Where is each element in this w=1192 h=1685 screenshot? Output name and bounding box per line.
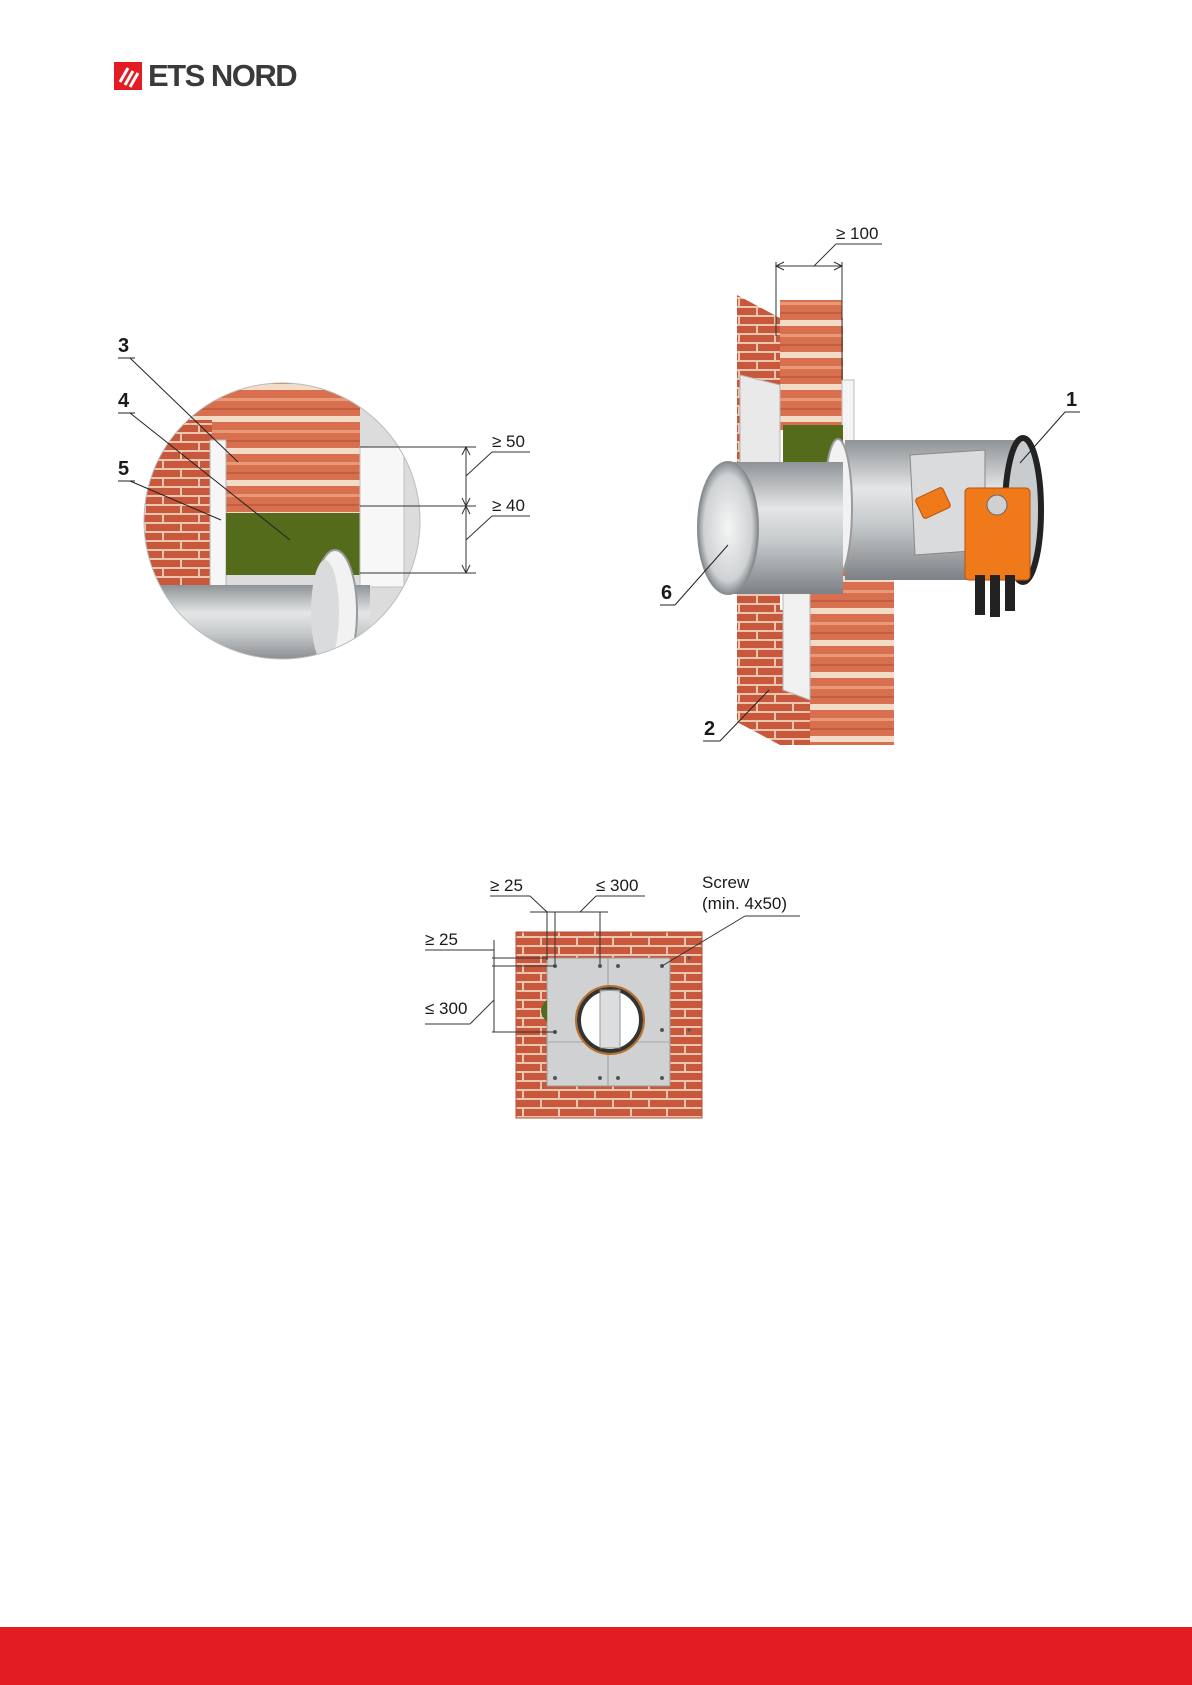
dim-left-gte-25: ≥ 25 <box>425 930 458 949</box>
callout-1: 1 <box>1066 389 1077 411</box>
main-view: ≥ 100 1 2 6 <box>660 224 1080 745</box>
dim-gte-50: ≥ 50 <box>492 432 525 451</box>
screw-spec: (min. 4x50) <box>702 894 787 913</box>
callout-2: 2 <box>704 718 715 740</box>
callout-6: 6 <box>661 582 672 604</box>
screw-label: Screw <box>702 873 750 892</box>
footer-bar <box>0 1627 1192 1685</box>
dim-gte-100: ≥ 100 <box>836 224 878 243</box>
dim-top-gte-25: ≥ 25 <box>490 876 523 895</box>
front-view: ≥ 25 ≤ 300 ≥ 25 ≤ 300 Screw (min. 4x50) <box>425 873 800 1118</box>
callout-5: 5 <box>118 458 129 480</box>
callout-3: 3 <box>118 335 129 357</box>
dim-top-lte-300: ≤ 300 <box>596 876 638 895</box>
dim-gte-40: ≥ 40 <box>492 496 525 515</box>
callout-4: 4 <box>118 390 130 412</box>
detail-view: 3 4 5 ≥ 50 ≥ 40 <box>118 335 530 680</box>
dim-left-lte-300: ≤ 300 <box>425 999 467 1018</box>
